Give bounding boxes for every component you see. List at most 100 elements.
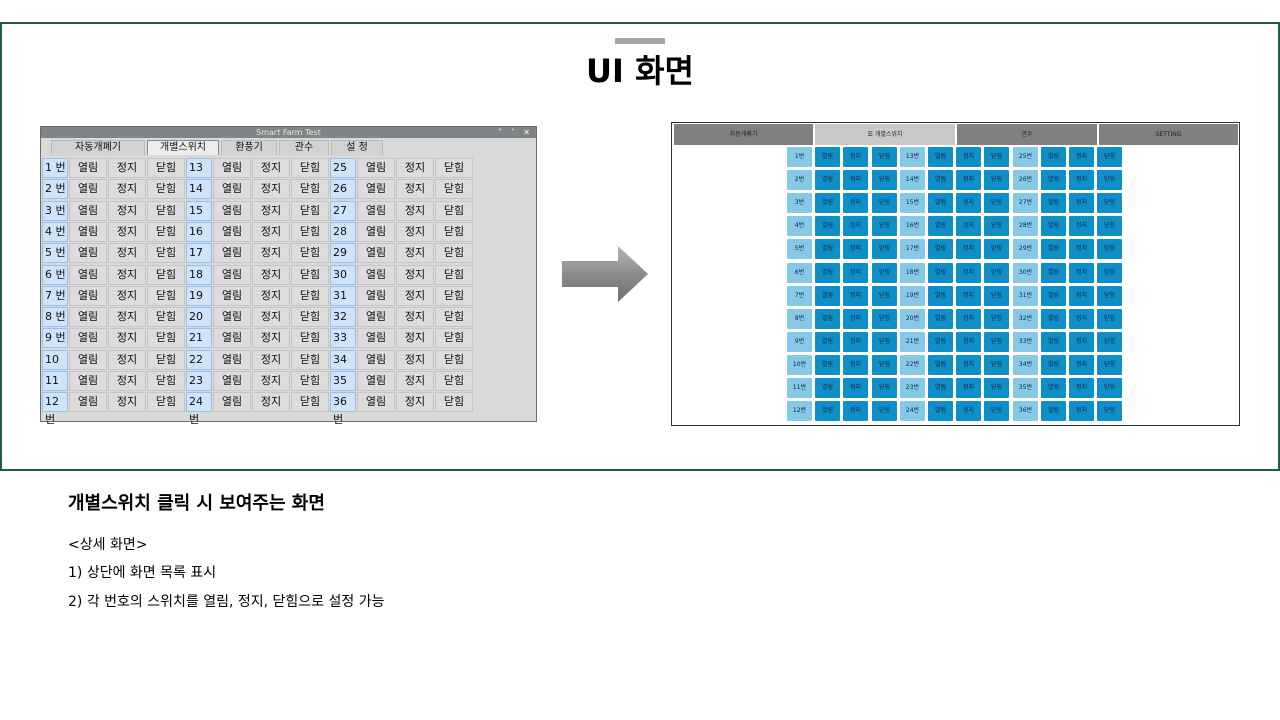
- close-button[interactable]: 닫힘: [435, 265, 473, 285]
- web-stop-button[interactable]: 정지: [1069, 147, 1094, 167]
- web-open-button[interactable]: 열림: [928, 332, 953, 352]
- web-close-button[interactable]: 닫힘: [984, 263, 1009, 283]
- web-close-button[interactable]: 닫힘: [872, 239, 897, 259]
- web-stop-button[interactable]: 정지: [956, 355, 981, 375]
- web-close-button[interactable]: 닫힘: [1097, 263, 1122, 283]
- close-button[interactable]: 닫힘: [435, 201, 473, 221]
- web-open-button[interactable]: 열림: [1041, 332, 1066, 352]
- open-button[interactable]: 열림: [69, 328, 107, 348]
- web-stop-button[interactable]: 정지: [956, 239, 981, 259]
- open-button[interactable]: 열림: [213, 243, 251, 263]
- stop-button[interactable]: 정지: [396, 307, 434, 327]
- close-button[interactable]: 닫힘: [291, 307, 329, 327]
- web-close-button[interactable]: 닫힘: [872, 193, 897, 213]
- web-open-button[interactable]: 열림: [1041, 378, 1066, 398]
- web-open-button[interactable]: 열림: [1041, 286, 1066, 306]
- web-open-button[interactable]: 열림: [928, 378, 953, 398]
- open-button[interactable]: 열림: [213, 392, 251, 412]
- open-button[interactable]: 열림: [357, 328, 395, 348]
- web-open-button[interactable]: 열림: [815, 401, 840, 421]
- stop-button[interactable]: 정지: [396, 158, 434, 178]
- web-open-button[interactable]: 열림: [1041, 216, 1066, 236]
- stop-button[interactable]: 정지: [108, 328, 146, 348]
- close-button[interactable]: 닫힘: [147, 307, 185, 327]
- web-open-button[interactable]: 열림: [928, 239, 953, 259]
- stop-button[interactable]: 정지: [396, 371, 434, 391]
- open-button[interactable]: 열림: [357, 350, 395, 370]
- stop-button[interactable]: 정지: [252, 179, 290, 199]
- close-button[interactable]: 닫힘: [147, 392, 185, 412]
- stop-button[interactable]: 정지: [108, 392, 146, 412]
- web-stop-button[interactable]: 정지: [956, 286, 981, 306]
- open-button[interactable]: 열림: [357, 265, 395, 285]
- web-close-button[interactable]: 닫힘: [872, 286, 897, 306]
- web-stop-button[interactable]: 정지: [1069, 193, 1094, 213]
- stop-button[interactable]: 정지: [252, 350, 290, 370]
- web-close-button[interactable]: 닫힘: [872, 216, 897, 236]
- web-close-button[interactable]: 닫힘: [872, 378, 897, 398]
- web-open-button[interactable]: 열림: [815, 239, 840, 259]
- web-open-button[interactable]: 열림: [928, 401, 953, 421]
- web-stop-button[interactable]: 정지: [1069, 170, 1094, 190]
- stop-button[interactable]: 정지: [252, 158, 290, 178]
- web-close-button[interactable]: 닫힘: [984, 378, 1009, 398]
- web-close-button[interactable]: 닫힘: [1097, 239, 1122, 259]
- web-close-button[interactable]: 닫힘: [1097, 378, 1122, 398]
- open-button[interactable]: 열림: [357, 286, 395, 306]
- web-close-button[interactable]: 닫힘: [1097, 170, 1122, 190]
- web-stop-button[interactable]: 정지: [843, 239, 868, 259]
- stop-button[interactable]: 정지: [396, 243, 434, 263]
- open-button[interactable]: 열림: [69, 286, 107, 306]
- web-close-button[interactable]: 닫힘: [1097, 309, 1122, 329]
- web-close-button[interactable]: 닫힘: [1097, 332, 1122, 352]
- close-button[interactable]: 닫힘: [291, 201, 329, 221]
- close-button[interactable]: 닫힘: [291, 179, 329, 199]
- close-button[interactable]: 닫힘: [147, 265, 185, 285]
- web-open-button[interactable]: 열림: [815, 332, 840, 352]
- open-button[interactable]: 열림: [69, 158, 107, 178]
- stop-button[interactable]: 정지: [396, 392, 434, 412]
- web-close-button[interactable]: 닫힘: [872, 170, 897, 190]
- stop-button[interactable]: 정지: [252, 286, 290, 306]
- web-open-button[interactable]: 열림: [1041, 147, 1066, 167]
- web-open-button[interactable]: 열림: [928, 193, 953, 213]
- stop-button[interactable]: 정지: [108, 222, 146, 242]
- open-button[interactable]: 열림: [213, 350, 251, 370]
- stop-button[interactable]: 정지: [108, 201, 146, 221]
- web-open-button[interactable]: 열림: [928, 309, 953, 329]
- web-stop-button[interactable]: 정지: [843, 170, 868, 190]
- close-button[interactable]: 닫힘: [435, 222, 473, 242]
- open-button[interactable]: 열림: [213, 158, 251, 178]
- web-open-button[interactable]: 열림: [1041, 401, 1066, 421]
- web-open-button[interactable]: 열림: [815, 170, 840, 190]
- web-close-button[interactable]: 닫힘: [984, 239, 1009, 259]
- web-stop-button[interactable]: 정지: [1069, 309, 1094, 329]
- web-stop-button[interactable]: 정지: [956, 332, 981, 352]
- web-stop-button[interactable]: 정지: [843, 309, 868, 329]
- web-tab[interactable]: 관수: [957, 124, 1097, 145]
- stop-button[interactable]: 정지: [396, 286, 434, 306]
- web-close-button[interactable]: 닫힘: [872, 332, 897, 352]
- web-tab[interactable]: SETTING: [1099, 124, 1238, 145]
- web-stop-button[interactable]: 정지: [843, 378, 868, 398]
- desktop-tab[interactable]: 환풍기: [221, 140, 277, 155]
- web-open-button[interactable]: 열림: [815, 355, 840, 375]
- stop-button[interactable]: 정지: [396, 201, 434, 221]
- web-tab[interactable]: ☰ 개별스위치: [815, 124, 955, 145]
- web-close-button[interactable]: 닫힘: [872, 147, 897, 167]
- open-button[interactable]: 열림: [357, 392, 395, 412]
- open-button[interactable]: 열림: [213, 201, 251, 221]
- web-stop-button[interactable]: 정지: [843, 355, 868, 375]
- web-open-button[interactable]: 열림: [1041, 263, 1066, 283]
- web-open-button[interactable]: 열림: [928, 355, 953, 375]
- close-button[interactable]: 닫힘: [435, 350, 473, 370]
- web-stop-button[interactable]: 정지: [956, 309, 981, 329]
- close-button[interactable]: 닫힘: [147, 158, 185, 178]
- stop-button[interactable]: 정지: [108, 265, 146, 285]
- web-stop-button[interactable]: 정지: [956, 193, 981, 213]
- close-button[interactable]: 닫힘: [291, 243, 329, 263]
- web-open-button[interactable]: 열림: [928, 216, 953, 236]
- open-button[interactable]: 열림: [69, 350, 107, 370]
- open-button[interactable]: 열림: [213, 371, 251, 391]
- web-stop-button[interactable]: 정지: [843, 147, 868, 167]
